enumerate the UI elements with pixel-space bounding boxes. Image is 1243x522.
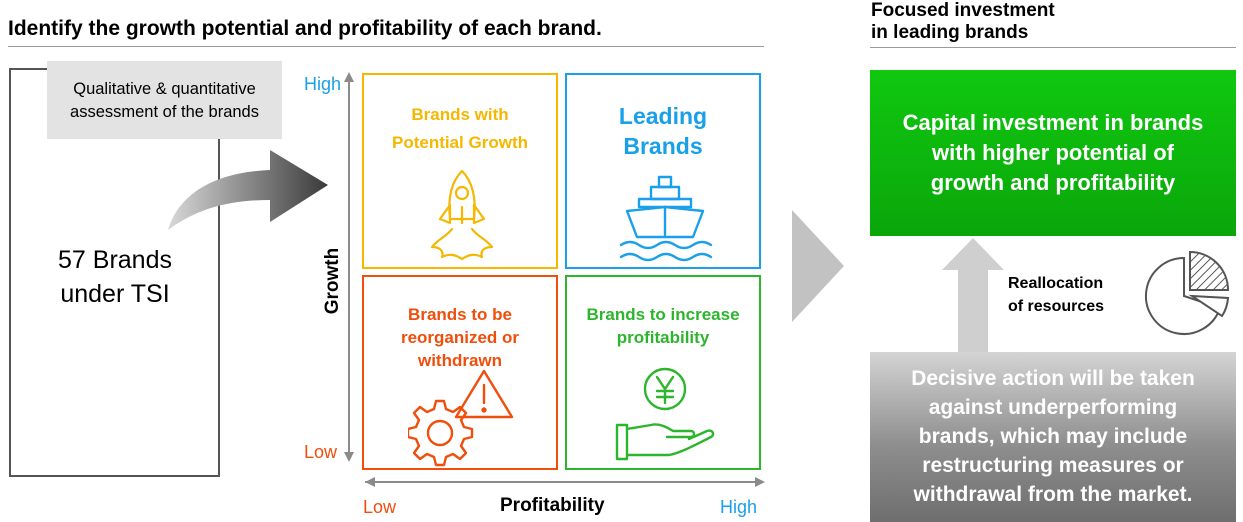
quadrant-bl-line3: withdrawn [417, 351, 503, 370]
decisive-action-text: Decisive action will be taken against un… [870, 364, 1236, 509]
gray-line3: brands, which may include [918, 425, 1188, 448]
quadrant-profitability-label: Brands to increase profitability [567, 303, 759, 349]
green-line3: growth and profitability [930, 170, 1176, 195]
y-axis-high-label: High [304, 74, 342, 94]
chevron-right-icon [792, 210, 844, 322]
assessment-callout-text: Qualitative & quantitative assessment of… [47, 78, 282, 124]
rocket-icon [430, 169, 494, 261]
right-title-line2: in leading brands [871, 22, 1029, 43]
matrix-axes [344, 72, 765, 487]
title-divider [8, 46, 764, 47]
y-axis-title: Growth [322, 247, 343, 315]
capital-investment-box [870, 70, 1236, 236]
assessment-callout [47, 61, 282, 139]
realloc-line1: Reallocation [1008, 275, 1104, 292]
quadrant-bl-line1: Brands to be [408, 305, 512, 324]
brands-line2: under TSI [60, 280, 170, 308]
gray-line5: withdrawal from the market. [913, 483, 1193, 506]
page-title: Identify the growth potential and profit… [8, 17, 602, 40]
gear-warning-icon [408, 369, 514, 467]
brands-line1: 57 Brands [58, 246, 172, 274]
quadrant-tr-line1: Leading [618, 103, 708, 129]
realloc-line2: of resources [1008, 298, 1105, 315]
quadrant-leading-brands: Leading Brands [565, 73, 761, 269]
capital-investment-text: Capital investment in brands with higher… [870, 108, 1236, 198]
decisive-action-box [870, 352, 1236, 522]
brands-count-label: 57 Brands under TSI [20, 243, 210, 311]
quadrant-tr-line2: Brands [623, 133, 703, 159]
quadrant-bl-line2: reorganized or [400, 328, 520, 347]
quadrant-increase-profitability: Brands to increase profitability [565, 275, 761, 470]
x-axis-high-label: High [720, 497, 758, 517]
right-title-line1: Focused investment [871, 0, 1055, 21]
x-axis-title: Profitability [500, 495, 605, 516]
quadrant-reorganize-label: Brands to be reorganized or withdrawn [364, 303, 556, 372]
callout-line1: Qualitative & quantitative [73, 80, 256, 98]
x-axis-low-label: Low [363, 497, 397, 517]
pie-chart-icon [1144, 250, 1230, 335]
quadrant-tl-line2: Potential Growth [392, 133, 528, 152]
brands-frame-top [9, 68, 47, 70]
quadrant-br-line1: Brands to increase [586, 305, 740, 324]
gray-line1: Decisive action will be taken [911, 367, 1195, 390]
gray-line4: restructuring measures or [922, 454, 1184, 477]
gray-line2: against underperforming [928, 396, 1178, 419]
y-axis-low-label: Low [304, 442, 338, 462]
quadrant-br-line2: profitability [616, 328, 710, 347]
quadrant-reorganize-withdraw: Brands to be reorganized or withdrawn [362, 275, 558, 470]
green-line2: with higher potential of [932, 140, 1174, 165]
quadrant-potential-growth: Brands with Potential Growth [362, 73, 558, 269]
right-title-divider [870, 47, 1236, 48]
up-arrow-icon [942, 238, 1004, 354]
yen-hand-icon [615, 367, 715, 461]
green-line1: Capital investment in brands [902, 110, 1204, 135]
quadrant-tl-line1: Brands with [411, 105, 509, 124]
curved-arrow-icon [168, 150, 328, 230]
reallocation-label: Reallocation of resources [1008, 272, 1104, 318]
brands-frame [9, 68, 220, 477]
right-section-title: Focused investment in leading brands [871, 0, 1055, 44]
ship-icon [619, 175, 713, 262]
quadrant-potential-growth-label: Brands with Potential Growth [364, 101, 556, 157]
callout-line2: assessment of the brands [70, 103, 259, 121]
quadrant-leading-brands-label: Leading Brands [567, 101, 759, 161]
